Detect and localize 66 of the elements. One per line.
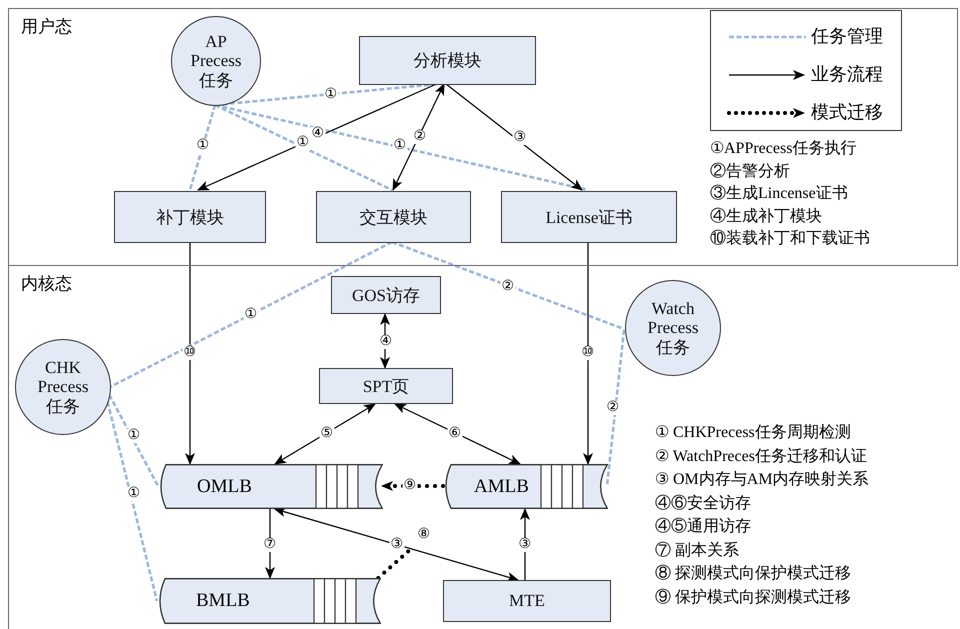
edge-label: ② — [412, 130, 428, 144]
module-box: SPT页 — [319, 368, 453, 404]
edge-label: ① — [392, 139, 408, 153]
arrow — [274, 403, 376, 465]
arrow — [394, 403, 521, 465]
note-text: ①APPrecess任务执行 — [710, 141, 856, 157]
note-text: ⑩装载补丁和下载证书 — [710, 231, 870, 247]
edge-label: ⑩ — [580, 346, 596, 360]
note-text: ④⑥安全访存 — [655, 496, 751, 512]
dashed-line — [188, 104, 216, 190]
edge-label: ② — [606, 401, 620, 415]
module-box: License证书 — [501, 191, 677, 243]
edge-label: ⑩ — [182, 346, 198, 360]
arrow — [583, 242, 593, 465]
note-text: ②告警分析 — [710, 164, 790, 180]
region-panel — [8, 8, 958, 266]
dashed-line — [606, 330, 626, 486]
edge-label: ① — [296, 136, 310, 150]
edge-label: ③ — [512, 131, 528, 145]
dashed-line — [392, 240, 624, 330]
edge-label: ① — [196, 139, 210, 153]
tlb-buffer: BMLB — [158, 578, 381, 624]
note-text: ③ OM内存与AM内存映射关系 — [655, 472, 869, 488]
arrow — [392, 83, 445, 191]
dotted-arrow — [380, 480, 445, 491]
tlb-buffer: OMLB — [159, 464, 383, 509]
edge-label: ① — [126, 487, 142, 501]
note-text: ⑧ 探测模式向保护模式迁移 — [655, 566, 851, 582]
note-text: ④⑤通用访存 — [655, 519, 751, 535]
module-box: GOS访存 — [331, 276, 441, 314]
module-box: 补丁模块 — [114, 191, 266, 243]
note-text: ② WatchPreces任务迁移和认证 — [655, 448, 867, 464]
module-box: 分析模块 — [359, 36, 536, 85]
edge-label: ④ — [378, 335, 394, 349]
edge-label: ① — [244, 308, 258, 322]
note-text: ⑦ 副本关系 — [655, 542, 739, 558]
arrow — [274, 507, 519, 582]
tlb-buffer: AMLB — [444, 464, 608, 509]
edge-label: ⑦ — [262, 538, 278, 552]
edge-label: ③ — [518, 538, 532, 552]
arrow — [520, 508, 530, 580]
arrow — [446, 84, 583, 191]
arrow — [380, 313, 390, 369]
arrow — [197, 83, 437, 191]
arrow — [185, 242, 195, 465]
dashed-line — [109, 240, 393, 388]
note-text: ④生成补丁模块 — [710, 208, 822, 224]
task-circle: AP Precess 任务 — [171, 16, 261, 106]
dashed-line — [108, 394, 160, 487]
module-box: 交互模块 — [316, 191, 471, 243]
region-label: 用户态 — [21, 16, 72, 38]
dashed-line — [106, 402, 158, 602]
legend-label: 业务流程 — [811, 64, 883, 86]
note-text: ① CHKPrecess任务周期检测 — [655, 425, 851, 441]
module-box: MTE — [443, 580, 611, 622]
edge-label: ① — [126, 429, 142, 443]
task-circle: CHK Precess 任务 — [15, 339, 111, 435]
note-text: ⑨ 保护模式向探测模式迁移 — [655, 590, 851, 606]
legend-label: 模式迁移 — [811, 102, 883, 124]
region-label: 内核态 — [21, 273, 72, 295]
note-text: ③生成Lincense证书 — [710, 186, 848, 202]
dashed-line — [214, 104, 393, 192]
edge-label: ④ — [310, 127, 326, 141]
edge-label: ⑤ — [320, 427, 334, 441]
legend-label: 任务管理 — [811, 26, 883, 48]
task-circle: Watch Precess 任务 — [625, 280, 721, 376]
